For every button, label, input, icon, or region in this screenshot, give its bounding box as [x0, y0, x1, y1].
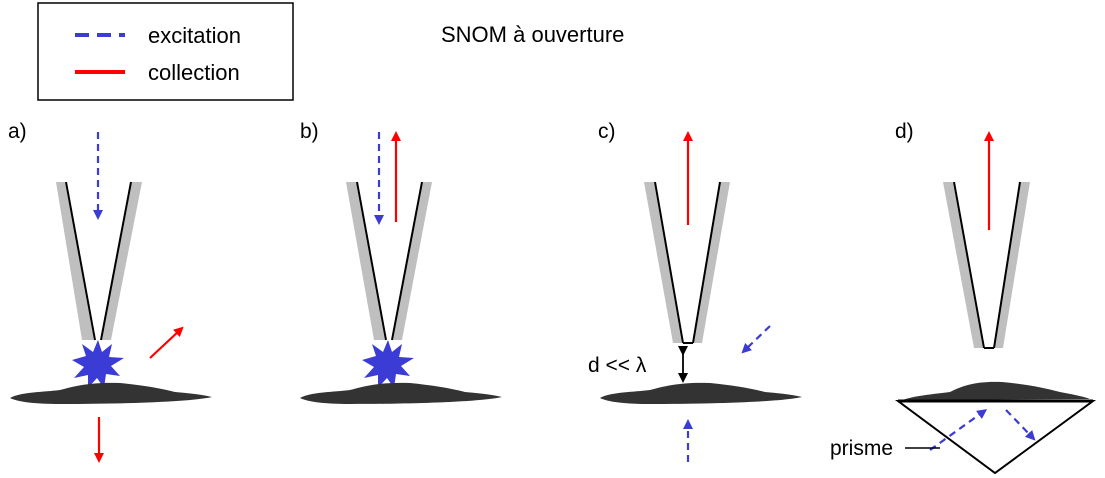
- collection-arrow-oblique: [149, 326, 184, 359]
- fiber-tip: [943, 181, 1030, 349]
- emission-star: [362, 340, 414, 388]
- legend-box: [37, 2, 294, 101]
- panel-d: prisme: [830, 131, 1097, 475]
- fiber-tip: [56, 181, 142, 341]
- panel-label-c: c): [598, 120, 616, 143]
- panel-label-b: b): [300, 120, 319, 143]
- prism-label: prisme: [830, 437, 893, 460]
- panel-b: [300, 131, 502, 404]
- emission-star: [72, 340, 124, 388]
- sample: [300, 382, 502, 404]
- sample: [903, 381, 1090, 400]
- panel-a: [10, 132, 212, 463]
- fiber-tip: [644, 181, 730, 344]
- excitation-arrow-oblique: [741, 325, 771, 354]
- panel-c: d << λ: [588, 131, 802, 462]
- diagram-title: SNOM à ouverture: [441, 22, 624, 47]
- excitation-arrow-out: [1005, 409, 1036, 441]
- panel-label-a: a): [8, 120, 27, 143]
- distance-label: d << λ: [588, 354, 647, 377]
- excitation-arrow-in: [929, 409, 988, 451]
- legend: excitation collection: [37, 2, 294, 101]
- sample: [10, 382, 212, 404]
- prism: [894, 400, 1097, 475]
- legend-collection-label: collection: [148, 60, 240, 85]
- legend-excitation-label: excitation: [148, 23, 241, 48]
- fiber-tip: [346, 181, 432, 341]
- panel-label-d: d): [895, 120, 914, 143]
- sample: [600, 382, 802, 404]
